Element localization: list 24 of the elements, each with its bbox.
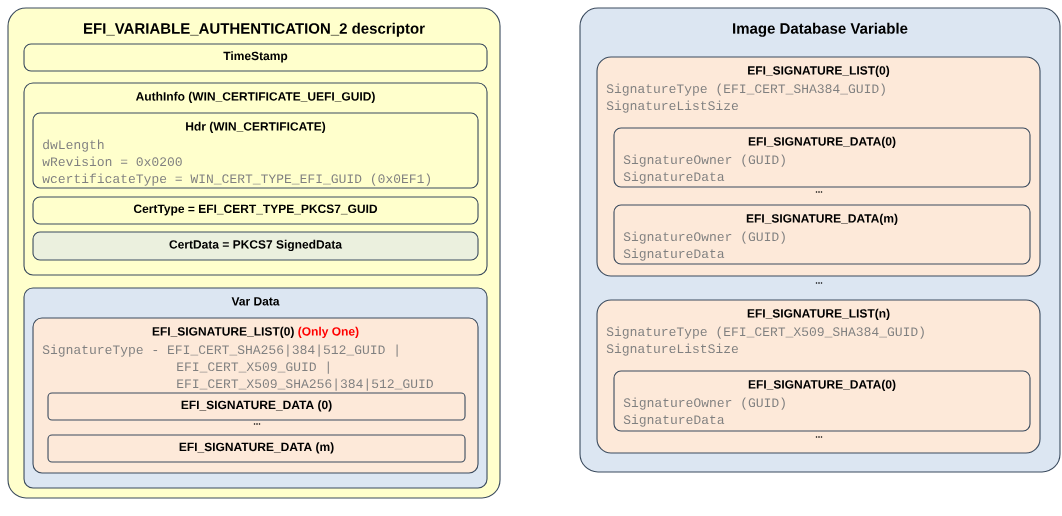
field-text: SignatureType (EFI_CERT_X509_SHA384_GUID) <box>606 326 924 339</box>
field-text: wcertificateType = WIN_CERT_TYPE_EFI_GUID (0x0EF1) <box>42 173 430 186</box>
field-text: dwLength <box>43 139 104 152</box>
field-text: SignatureOwner (GUID) <box>623 231 785 244</box>
ellipsis-text: ... <box>815 191 823 193</box>
ellipsis-text: ... <box>815 282 823 284</box>
field-text: SignatureType (EFI_CERT_SHA384_GUID) <box>606 83 885 96</box>
field-text: EFI_CERT_X509_SHA256|384|512_GUID <box>177 378 433 391</box>
field-text: SignatureOwner (GUID) <box>623 154 785 167</box>
field-text: wRevision = 0x0200 <box>42 156 182 167</box>
structure-box: CertData = PKCS7 SignedData <box>32 231 479 261</box>
field-text: SignatureListSize <box>606 343 738 356</box>
field-text: SignatureType - EFI_CERT_SHA256|384|512_GUID | <box>42 344 398 357</box>
field-text: SignatureData <box>623 414 725 427</box>
field-text: SignatureData <box>623 171 725 184</box>
structure-box: EFI_SIGNATURE_DATA (m) <box>47 434 466 463</box>
field-text: SignatureListSize <box>606 100 738 113</box>
field-text: SignatureOwner (GUID) <box>623 397 785 410</box>
structure-box: CertType = EFI_CERT_TYPE_PKCS7_GUID <box>32 196 479 225</box>
structure-box: EFI_SIGNATURE_DATA (0) <box>47 392 466 421</box>
field-text: SignatureData <box>623 248 725 261</box>
ellipsis-text: ... <box>253 423 261 425</box>
field-text: EFI_CERT_X509_GUID | <box>177 361 329 374</box>
structure-box: TimeStamp <box>23 43 488 72</box>
